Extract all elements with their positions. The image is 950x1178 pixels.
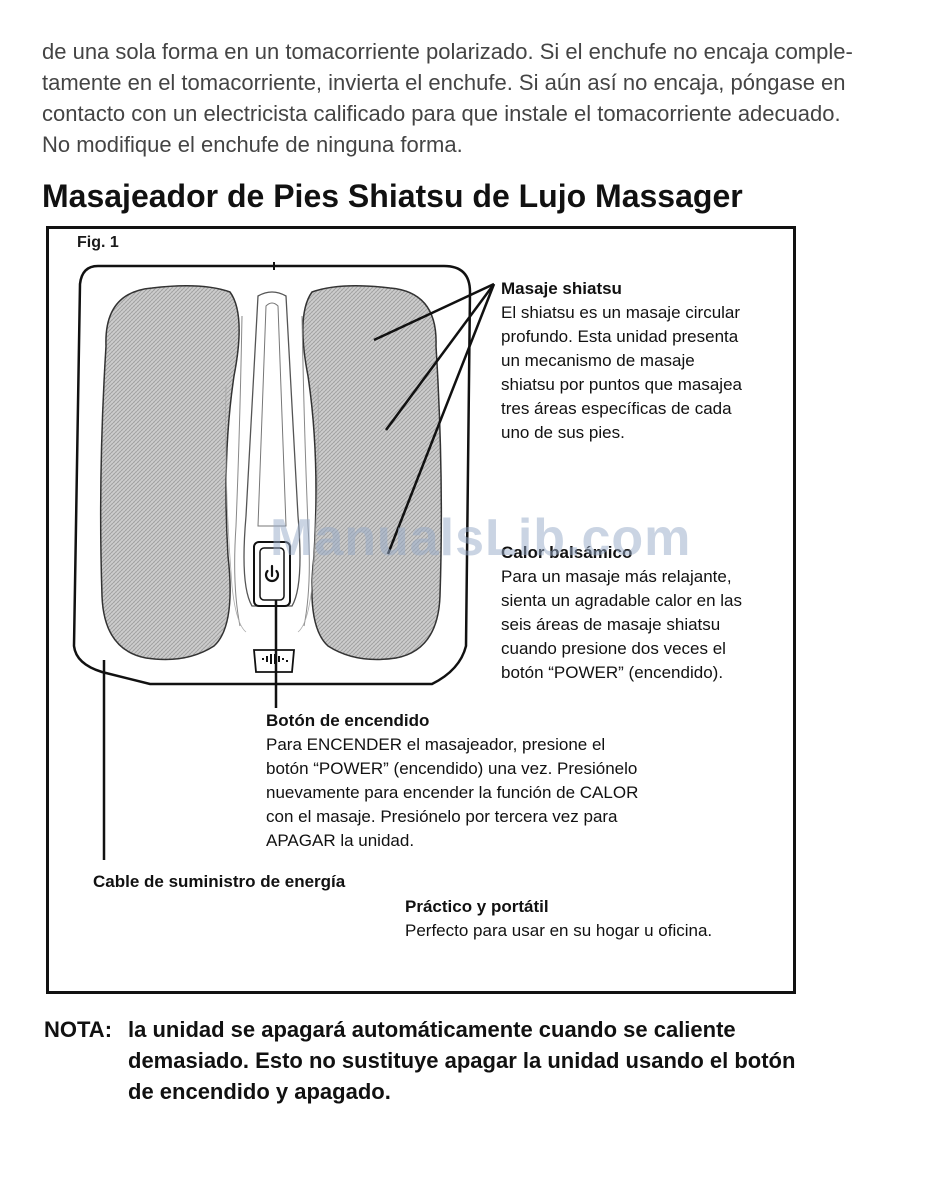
callout-line: Perfecto para usar en su hogar u oficina… [405,921,713,940]
intro-line: de una sola forma en un tomacorriente po… [42,39,853,64]
callout-power-cable: Cable de suministro de energía [93,870,345,894]
callout-line: uno de sus pies. [501,423,625,442]
note-line: demasiado. Esto no sustituye apagar la u… [128,1048,796,1073]
center-ridge [243,291,301,607]
callout-line: sienta un agradable calor en las [501,591,742,610]
callout-portable: Práctico y portátil Perfecto para usar e… [405,895,712,943]
intro-line: No modifique el enchufe de ninguna forma… [42,132,463,157]
callout-title: Cable de suministro de energía [93,872,346,891]
watermark: ManualsLib.com [270,509,692,567]
callout-power-button: Botón de encendido Para ENCENDER el masa… [266,709,638,853]
callout-line: nuevamente para encender la función de C… [266,783,639,802]
callout-line: seis áreas de masaje shiatsu [501,615,721,634]
left-foot-pad [99,285,240,661]
callout-line: botón “POWER” (encendido). [501,663,724,682]
note-label: NOTA: [44,1017,113,1042]
callout-title: Masaje shiatsu [501,279,622,298]
intro-line: contacto con un electricista calificado … [42,101,841,126]
callout-line: Para ENCENDER el masajeador, presione el [266,735,606,754]
note-line: la unidad se apagará automáticamente cua… [128,1017,736,1042]
callout-line: shiatsu por puntos que masajea [501,375,742,394]
callout-title: Botón de encendido [266,711,430,730]
callout-line: tres áreas específicas de cada [501,399,732,418]
figure-frame [46,226,796,994]
foot-massager-illustration [72,262,496,860]
callout-title: Práctico y portátil [405,897,549,916]
note-text: la unidad se apagará automáticamente cua… [128,1014,795,1107]
intro-paragraph: de una sola forma en un tomacorriente po… [42,36,922,160]
callout-shiatsu: Masaje shiatsu El shiatsu es un masaje c… [501,277,742,445]
section-title: Masajeador de Pies Shiatsu de Lujo Massa… [42,178,743,214]
callout-line: El shiatsu es un masaje circular [501,303,741,322]
power-icon [264,564,280,583]
callout-line: cuando presione dos veces el [501,639,726,658]
callout-line: un mecanismo de masaje [501,351,695,370]
callout-heat: Calor balsámico Para un masaje más relaj… [501,541,742,685]
callout-line: botón “POWER” (encendido) una vez. Presi… [266,759,638,778]
callout-line: con el masaje. Presiónelo por tercera ve… [266,807,618,826]
callout-line: Para un masaje más relajante, [501,567,732,586]
callout-line: APAGAR la unidad. [266,831,415,850]
figure-label: Fig. 1 [77,234,119,251]
note-block: NOTA: la unidad se apagará automáticamen… [44,1014,795,1107]
note-line: de encendido y apagado. [128,1079,391,1104]
callout-line: profundo. Esta unidad presenta [501,327,739,346]
intro-line: tamente en el tomacorriente, invierta el… [42,70,846,95]
callout-title: Calor balsámico [501,543,633,562]
